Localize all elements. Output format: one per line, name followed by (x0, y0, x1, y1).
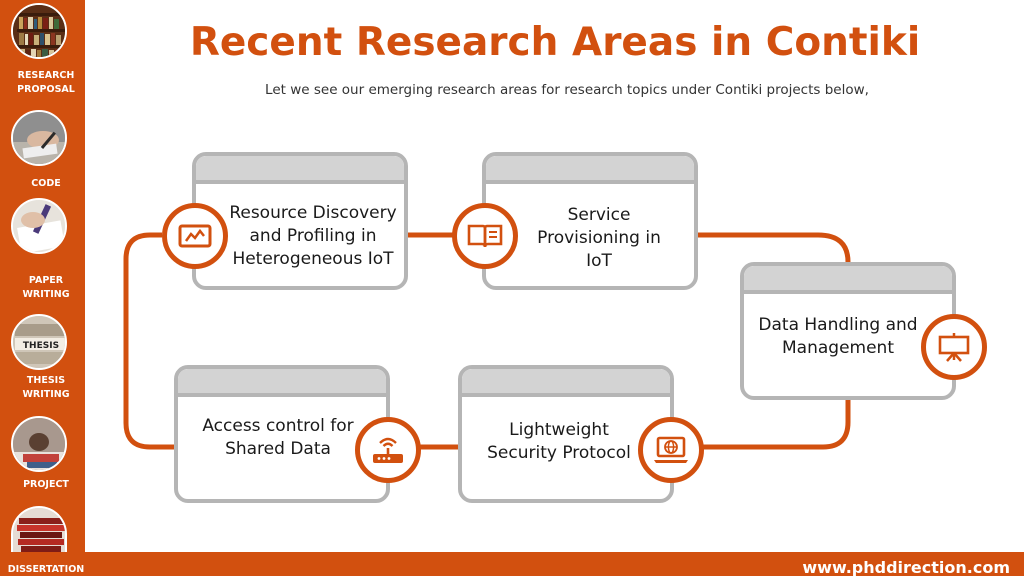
sidebar-label-line: PROJECT (23, 479, 69, 490)
person-books-photo-icon[interactable] (11, 416, 67, 472)
step-label-line: Resource Discovery (229, 203, 397, 223)
card-header-bar (462, 369, 670, 397)
step-label-line: Service (567, 205, 631, 225)
page-title: Recent Research Areas in Contiki (189, 20, 921, 65)
step-label-line: Shared Data (225, 439, 331, 459)
step-label-line: Lightweight (509, 420, 609, 440)
footer-website-link[interactable]: www.phddirection.com (802, 558, 1010, 576)
sidebar-item-thesis-writing[interactable]: THESIS WRITING (0, 374, 92, 402)
open-book-icon (452, 203, 518, 269)
pen-paper-photo-icon[interactable] (11, 198, 67, 254)
laptop-globe-icon (638, 417, 704, 483)
hand-writing-photo-icon[interactable] (11, 110, 67, 166)
step-card-lightweight-security: Lightweight Security Protocol (458, 365, 674, 503)
book-stack-photo-icon[interactable] (11, 506, 67, 552)
footer-bar: www.phddirection.com (85, 552, 1024, 576)
sidebar-label-line: DISSERTATION (7, 564, 85, 575)
step-label-line: and Profiling in (249, 226, 377, 246)
sidebar-label-line: RESEARCH (17, 70, 75, 81)
step-label-line: IoT (586, 251, 612, 271)
step-label-line: Security Protocol (487, 443, 631, 463)
sidebar-label-line: WRITING (22, 389, 70, 400)
sidebar-label-line: PAPER (28, 275, 64, 286)
step-card-data-handling: Data Handling and Management (740, 262, 956, 400)
sidebar: RESEARCH PROPOSAL CODE PAPER WRITING (0, 0, 85, 576)
step-label-line: Data Handling and (758, 315, 918, 335)
card-header-bar (196, 156, 404, 184)
sidebar-item-dissertation[interactable]: DISSERTATION (0, 563, 92, 576)
connector-step2-step3 (694, 232, 851, 268)
presentation-board-icon (921, 314, 987, 380)
sidebar-label-line: CODE (31, 178, 61, 189)
sidebar-label-line: THESIS (26, 375, 66, 386)
thesis-blocks-photo-icon[interactable]: THESIS (11, 314, 67, 370)
step-label: Service Provisioning in IoT (516, 204, 682, 273)
bookshelf-photo-icon[interactable] (11, 3, 67, 59)
step-label-line: Provisioning in (537, 228, 661, 248)
card-header-bar (744, 266, 952, 294)
sidebar-item-code[interactable]: CODE (0, 177, 92, 191)
step-label: Resource Discovery and Profiling in Hete… (220, 202, 404, 271)
sidebar-item-paper-writing[interactable]: PAPER WRITING (0, 274, 92, 302)
connector-left-loop (123, 232, 180, 450)
step-label: Lightweight Security Protocol (474, 419, 644, 465)
step-card-access-control: Access control for Shared Data (174, 365, 390, 503)
step-label: Data Handling and Management (752, 314, 924, 360)
svg-text:THESIS: THESIS (23, 341, 59, 351)
sidebar-item-project[interactable]: PROJECT (0, 478, 92, 492)
monitor-chart-icon (162, 203, 228, 269)
page-subtitle: Let we see our emerging research areas f… (265, 82, 869, 98)
card-header-bar (178, 369, 386, 397)
step-label: Access control for Shared Data (188, 415, 368, 461)
step-label-line: Management (782, 338, 894, 358)
sidebar-label-line: PROPOSAL (17, 84, 75, 95)
wifi-router-icon (355, 417, 421, 483)
sidebar-item-research-proposal[interactable]: RESEARCH PROPOSAL (0, 69, 92, 97)
step-label-line: Access control for (202, 416, 354, 436)
step-card-service-provisioning: Service Provisioning in IoT (482, 152, 698, 290)
step-label-line: Heterogeneous IoT (232, 249, 394, 269)
sidebar-label-line: WRITING (22, 289, 70, 300)
connector-step3-step4 (700, 396, 851, 450)
card-header-bar (486, 156, 694, 184)
